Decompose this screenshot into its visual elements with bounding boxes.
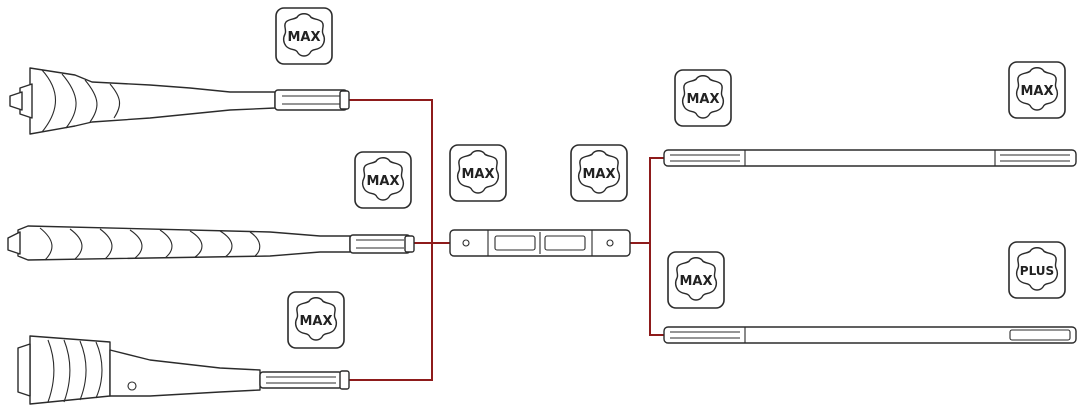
badge-label: MAX bbox=[299, 314, 332, 329]
sds-max-icon: MAX bbox=[570, 144, 628, 202]
sds-max-icon: MAX bbox=[674, 69, 732, 127]
spiral-drill-bit[interactable] bbox=[7, 225, 415, 261]
badge-label: PLUS bbox=[1020, 264, 1054, 278]
connector-lines bbox=[349, 99, 664, 381]
badge-label: MAX bbox=[679, 274, 712, 289]
badge-label: MAX bbox=[686, 92, 719, 107]
left-connector-bracket bbox=[349, 99, 433, 381]
badge-label: MAX bbox=[366, 174, 399, 189]
sds-max-icon: MAX bbox=[287, 291, 345, 349]
sds-plus-icon: PLUS bbox=[1008, 241, 1066, 299]
sds-max-icon: MAX bbox=[354, 151, 412, 209]
right-connector-bracket bbox=[649, 157, 664, 336]
sds-max-icon: MAX bbox=[1008, 61, 1066, 119]
sds-max-icon: MAX bbox=[667, 251, 725, 309]
max-to-plus-extension-rod[interactable] bbox=[663, 326, 1077, 344]
badge-label: MAX bbox=[582, 167, 615, 182]
sds-max-icon: MAX bbox=[275, 7, 333, 65]
badge-label: MAX bbox=[1020, 84, 1053, 99]
badge-label: MAX bbox=[287, 30, 320, 45]
hollow-core-bit[interactable] bbox=[17, 335, 350, 405]
badge-label: MAX bbox=[461, 167, 494, 182]
sds-max-icon: MAX bbox=[449, 144, 507, 202]
max-to-max-adapter[interactable] bbox=[449, 229, 631, 257]
core-cutter-bit[interactable] bbox=[9, 67, 350, 135]
max-extension-rod[interactable] bbox=[663, 149, 1077, 167]
